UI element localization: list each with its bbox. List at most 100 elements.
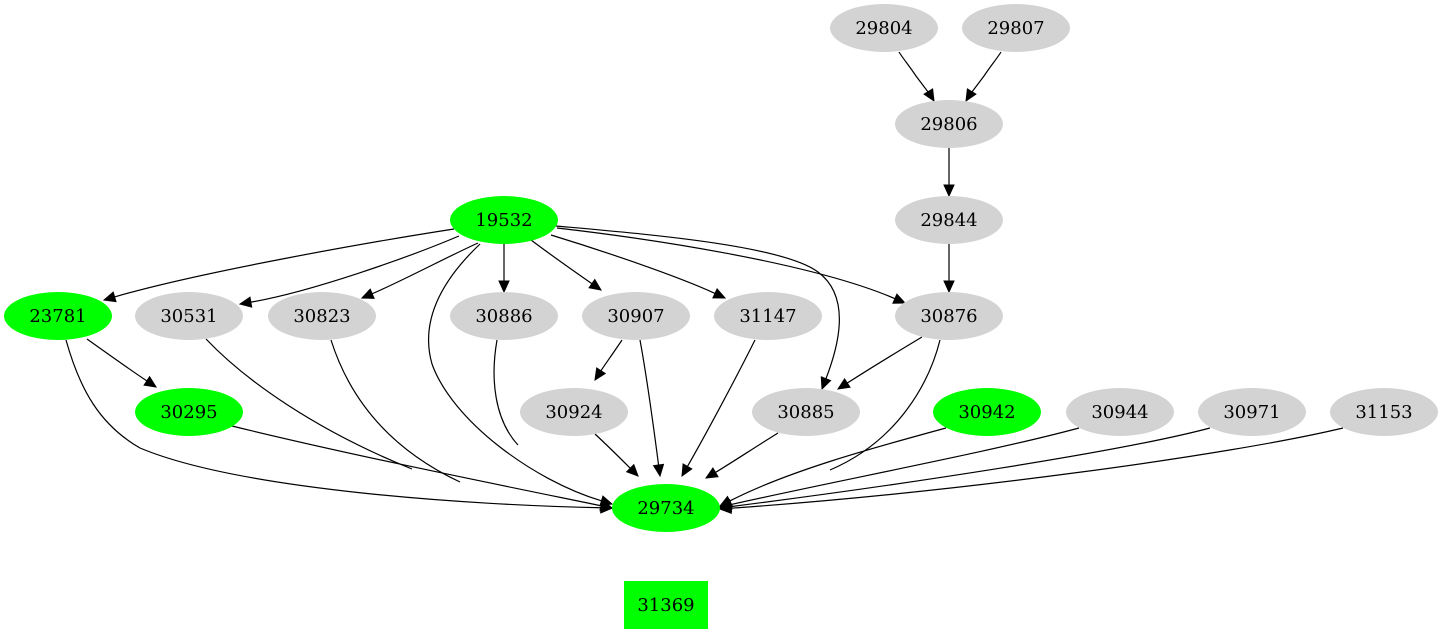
edge-29807-to-29806 <box>965 51 1002 103</box>
node-label: 29807 <box>987 18 1044 39</box>
node-29807: 29807 <box>962 4 1070 52</box>
node-30295: 30295 <box>135 388 243 436</box>
node-ellipse-shape <box>268 292 376 340</box>
node-ellipse-shape <box>450 292 558 340</box>
node-ellipse-shape <box>895 100 1003 148</box>
edge-line <box>493 339 519 446</box>
edge-line <box>730 427 1211 508</box>
edge-line <box>65 339 602 509</box>
node-23781: 23781 <box>4 292 112 340</box>
node-label: 30295 <box>160 402 217 423</box>
edge-line <box>686 339 756 467</box>
arrowhead <box>594 367 607 382</box>
arrowhead <box>704 467 719 479</box>
arrowhead <box>588 278 602 291</box>
node-ellipse-shape <box>450 196 558 244</box>
node-ellipse-shape <box>1066 388 1174 436</box>
arrowhead <box>943 280 955 294</box>
edge-29804-to-29806 <box>898 51 935 103</box>
arrowhead <box>143 375 158 388</box>
node-label: 30942 <box>958 402 1015 423</box>
edge-line <box>730 427 1080 506</box>
edge-line <box>600 339 623 372</box>
node-box-shape <box>624 581 708 629</box>
node-label: 19532 <box>475 210 532 231</box>
edge-31147-to-29734 <box>681 339 756 478</box>
node-label: 30907 <box>607 306 664 327</box>
node-29844: 29844 <box>895 196 1003 244</box>
node-ellipse-shape <box>962 4 1070 52</box>
edge-30295-to-29734 <box>231 425 614 512</box>
node-ellipse-shape <box>135 388 243 436</box>
node-ellipse-shape <box>830 4 938 52</box>
edge-30907-to-30924 <box>594 339 623 382</box>
node-label: 29844 <box>920 210 977 231</box>
arrowhead <box>625 463 639 477</box>
edge-19532-to-30885 <box>555 225 840 391</box>
node-label: 30924 <box>545 402 602 423</box>
node-30876: 30876 <box>895 292 1003 340</box>
edge-19532-to-30823 <box>360 242 479 299</box>
edge-19532-to-30876 <box>556 227 907 304</box>
edge-line <box>556 227 896 300</box>
edges-layer <box>65 51 1344 514</box>
edge-19532-to-30907 <box>530 239 602 291</box>
arrowhead <box>498 280 510 294</box>
arrowhead <box>820 376 832 391</box>
arrowhead <box>238 296 253 308</box>
node-label: 30531 <box>160 306 217 327</box>
node-ellipse-shape <box>612 484 720 532</box>
node-label: 30944 <box>1091 402 1148 423</box>
node-ellipse-shape <box>895 196 1003 244</box>
edge-19532-to-29734 <box>428 243 614 507</box>
arrowhead <box>599 500 614 512</box>
node-29734: 29734 <box>612 484 720 532</box>
node-30907: 30907 <box>582 292 690 340</box>
node-ellipse-shape <box>520 388 628 436</box>
edge-line <box>730 427 1344 509</box>
edge-31153-to-29734 <box>718 427 1344 514</box>
node-ellipse-shape <box>1330 388 1438 436</box>
node-label: 30886 <box>475 306 532 327</box>
node-label: 31369 <box>637 595 694 616</box>
node-30942: 30942 <box>933 388 1041 436</box>
edge-line <box>970 51 1002 94</box>
node-ellipse-shape <box>4 292 112 340</box>
node-19532: 19532 <box>450 196 558 244</box>
edge-line <box>550 234 716 294</box>
edge-30971-to-29734 <box>718 427 1211 513</box>
arrowhead <box>892 293 907 304</box>
node-30944: 30944 <box>1066 388 1174 436</box>
arrowhead <box>923 88 935 103</box>
node-label: 30823 <box>293 306 350 327</box>
node-label: 31153 <box>1355 402 1412 423</box>
node-30885: 30885 <box>752 388 860 436</box>
node-30924: 30924 <box>520 388 628 436</box>
node-ellipse-shape <box>895 292 1003 340</box>
edge-29844-to-30876 <box>943 244 955 294</box>
edge-19532-to-30531 <box>238 235 460 308</box>
node-29804: 29804 <box>830 4 938 52</box>
node-ellipse-shape <box>582 292 690 340</box>
edge-line <box>330 339 461 483</box>
edge-line <box>86 338 148 382</box>
edge-line <box>205 338 413 470</box>
node-label: 29806 <box>920 114 977 135</box>
arrowhead <box>943 184 955 198</box>
node-31147: 31147 <box>714 292 822 340</box>
edge-30942-to-29734 <box>718 427 947 507</box>
edge-line <box>555 225 840 379</box>
node-ellipse-shape <box>714 292 822 340</box>
edge-line <box>715 432 779 473</box>
node-30971: 30971 <box>1198 388 1306 436</box>
edge-line <box>594 433 631 469</box>
edge-line <box>639 339 660 466</box>
node-label: 23781 <box>29 306 86 327</box>
edge-line <box>231 425 602 507</box>
arrowhead <box>652 463 665 478</box>
nodes-layer: 29804 29807 29806 29844 19532 23781 30531 30823… <box>4 4 1438 629</box>
arrowhead <box>836 377 851 390</box>
edge-30876-to-30885 <box>836 336 923 390</box>
node-ellipse-shape <box>135 292 243 340</box>
